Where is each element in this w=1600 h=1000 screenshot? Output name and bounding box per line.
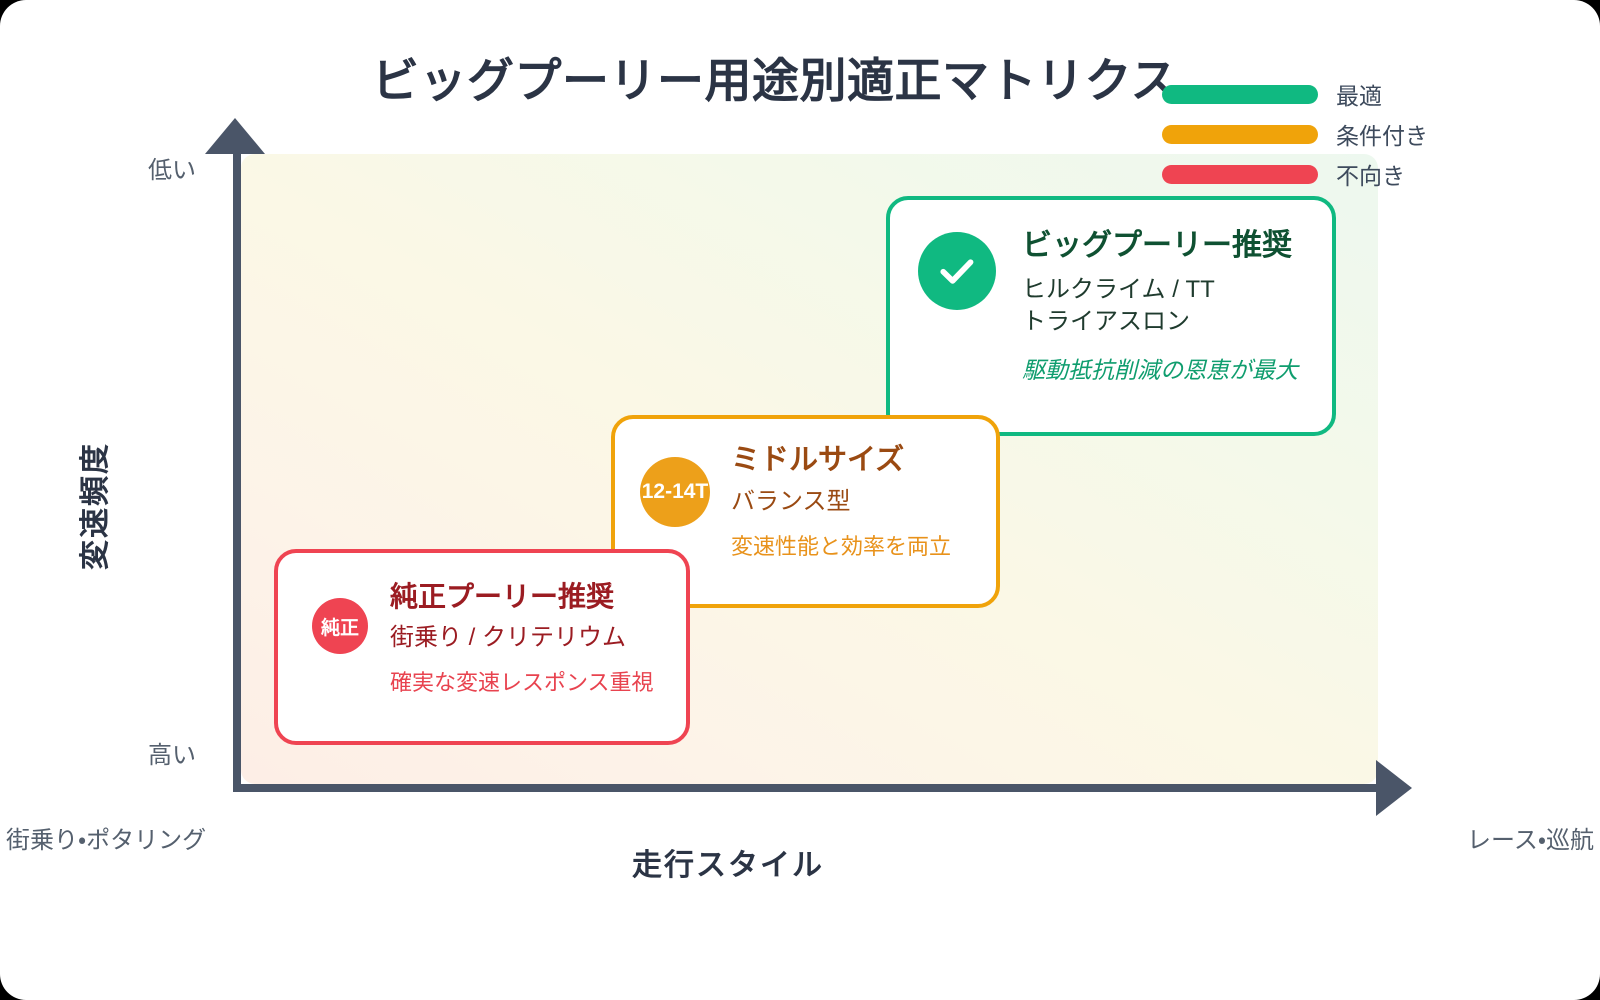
card-subtitle-line-1: バランス型	[731, 487, 851, 515]
y-axis-title: 変速頻度	[79, 442, 112, 570]
legend-item-optimal: 最適	[1162, 74, 1428, 114]
card-title: ミドルサイズ	[731, 444, 905, 476]
x-axis-tick-right: レース・巡航	[1467, 827, 1594, 854]
x-axis-line	[233, 784, 1383, 792]
card-title: ビッグプーリー推奨	[1022, 229, 1292, 262]
card-note: 駆動抵抗削減の恩恵が最大	[1022, 357, 1298, 384]
quadrant-card-stock-pulley[interactable]: 純正 純正プーリー推奨 街乗り / クリテリウム 確実な変速レスポンス重視	[274, 549, 690, 745]
x-axis-arrow-icon	[1376, 760, 1412, 816]
y-axis-tick-low: 低い	[148, 157, 196, 184]
stock-badge-icon: 純正	[312, 598, 368, 654]
card-content: 純正 純正プーリー推奨 街乗り / クリテリウム 確実な変速レスポンス重視	[278, 553, 686, 697]
tooth-count-badge-icon: 12-14T	[640, 457, 710, 527]
card-note: 確実な変速レスポンス重視	[390, 670, 654, 696]
card-content: 12-14T ミドルサイズ バランス型 変速性能と効率を両立	[615, 419, 996, 561]
card-text-block: 純正プーリー推奨 街乗り / クリテリウム 確実な変速レスポンス重視	[390, 580, 654, 697]
legend-swatch-orange	[1162, 124, 1318, 144]
card-text-block: ミドルサイズ バランス型 変速性能と効率を両立	[731, 443, 951, 561]
page-title: ビッグプーリー用途別適正マトリクス	[371, 54, 1179, 107]
card-subtitle-line-1: ヒルクライム / TT	[1022, 276, 1215, 303]
card-text-block: ビッグプーリー推奨 ヒルクライム / TT トライアスロン 駆動抵抗削減の恩恵が…	[1022, 228, 1298, 385]
card-note: 変速性能と効率を両立	[731, 534, 952, 560]
legend-item-unsuitable: 不向き	[1162, 154, 1428, 194]
y-axis-tick-high: 高い	[148, 742, 196, 769]
x-axis-title: 走行スタイル	[632, 849, 824, 882]
y-axis-line	[233, 146, 241, 792]
x-axis-tick-left: 街乗り・ポタリング	[6, 827, 207, 854]
card-subtitle-line-1: 街乗り / クリテリウム	[390, 623, 627, 651]
check-icon	[918, 232, 996, 310]
legend-swatch-green	[1162, 84, 1318, 104]
legend-label-unsuitable: 不向き	[1336, 163, 1405, 189]
card-subtitle-line-2: トライアスロン	[1022, 307, 1190, 335]
y-axis-arrow-icon	[205, 118, 265, 154]
card-title: 純正プーリー推奨	[390, 581, 615, 612]
legend-item-conditional: 条件付き	[1162, 114, 1428, 154]
quadrant-card-big-pulley[interactable]: ビッグプーリー推奨 ヒルクライム / TT トライアスロン 駆動抵抗削減の恩恵が…	[886, 196, 1336, 436]
legend-label-optimal: 最適	[1336, 83, 1382, 109]
legend-label-conditional: 条件付き	[1336, 123, 1428, 149]
card-content: ビッグプーリー推奨 ヒルクライム / TT トライアスロン 駆動抵抗削減の恩恵が…	[890, 200, 1332, 385]
legend: 最適 条件付き 不向き	[1162, 74, 1428, 194]
quadrant-card-midsize[interactable]: 12-14T ミドルサイズ バランス型 変速性能と効率を両立	[611, 415, 1000, 608]
legend-swatch-red	[1162, 164, 1318, 184]
